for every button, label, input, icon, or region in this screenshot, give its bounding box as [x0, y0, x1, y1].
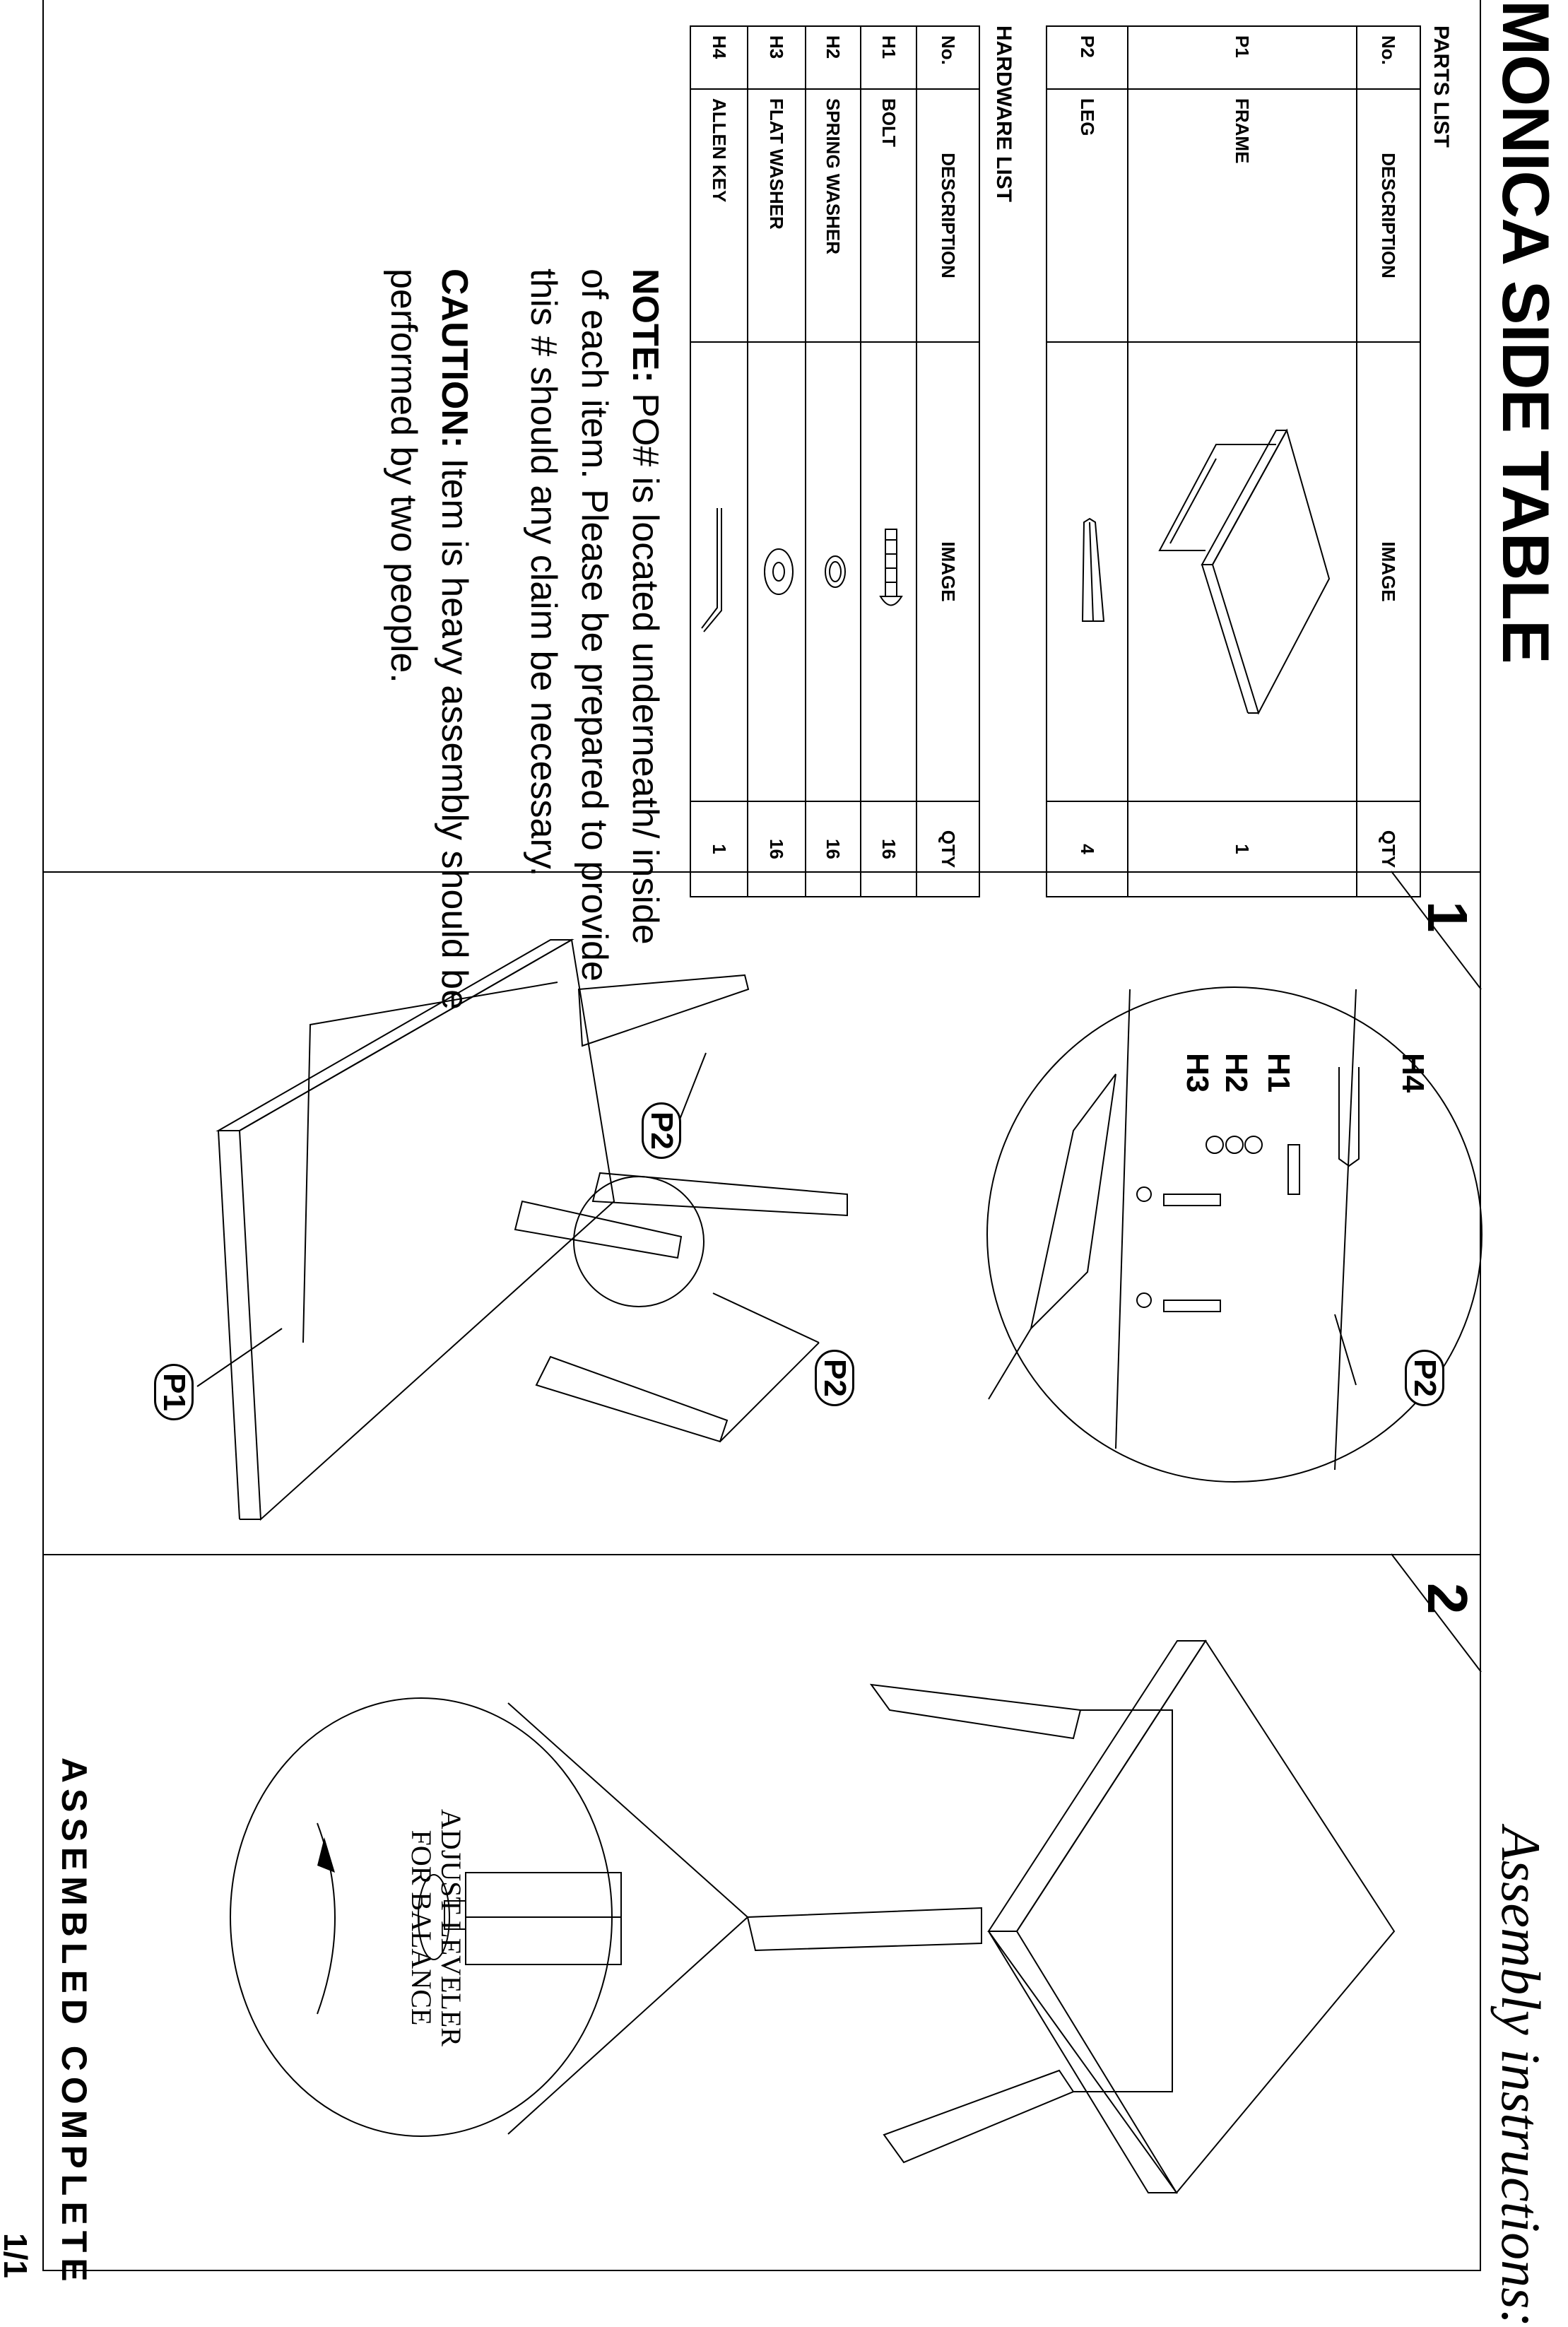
leg-foot-drawing: [465, 1872, 622, 1965]
assembled-table-drawing: [1015, 1639, 1396, 2194]
assembled-complete-label: ASSEMBLED COMPLETE: [54, 1757, 94, 2287]
frame-icon: [1128, 342, 1357, 801]
table-row: H4 ALLEN KEY 1: [690, 26, 748, 897]
callout-h3: H3: [1180, 1053, 1215, 1093]
leveler-icon: [418, 1874, 450, 1960]
callout-h4: H4: [1396, 1053, 1430, 1093]
table-row: H3 FLAT WASHER 16: [748, 26, 806, 897]
hardware-table: No. DESCRIPTION IMAGE QTY H1 BOLT 16 H2 …: [690, 25, 980, 897]
flat-washer-icon: [748, 342, 806, 801]
table-row: P2 LEG 4: [1047, 26, 1128, 897]
allen-key-drawing: [1338, 1067, 1360, 1167]
page-number: 1/1: [0, 2233, 34, 2278]
leveler-instruction: ADJUST LEVELER FOR BALANCE: [406, 1809, 467, 2046]
allen-key-icon: [690, 342, 748, 801]
parts-table: No. DESCRIPTION IMAGE QTY P1 FRAME 1 P2 …: [1046, 25, 1421, 897]
frame-drawing: [238, 938, 615, 1521]
callout-h2: H2: [1219, 1053, 1254, 1093]
bolt-icon: [861, 342, 916, 801]
step2-corner: [1391, 1553, 1482, 1673]
table-row: H2 SPRING WASHER 16: [806, 26, 861, 897]
step-number: 2: [1416, 1583, 1479, 1615]
leveler-line: FOR BALANCE: [406, 1830, 437, 2026]
leveler-line: ADJUST LEVELER: [435, 1809, 467, 2046]
callout-p1: P1: [154, 1364, 194, 1420]
table-row: H1 BOLT 16: [861, 26, 916, 897]
leg-drawing: [577, 974, 750, 1047]
step-number: 1: [1416, 901, 1479, 933]
leg-icon: [1047, 342, 1128, 801]
callout-p2: P2: [1405, 1350, 1444, 1406]
callout-p2: P2: [642, 1102, 681, 1159]
callout-h1: H1: [1261, 1053, 1296, 1093]
small-detail-circle: [573, 1176, 705, 1307]
table-row: P1 FRAME 1: [1128, 26, 1357, 897]
detail-circle: [986, 986, 1482, 1483]
leg-plate: [1030, 1073, 1116, 1331]
callout-p2: P2: [815, 1350, 854, 1406]
step1-corner: [1391, 871, 1482, 990]
spring-washer-icon: [806, 342, 861, 801]
assembled-leg: [869, 1683, 1082, 1740]
